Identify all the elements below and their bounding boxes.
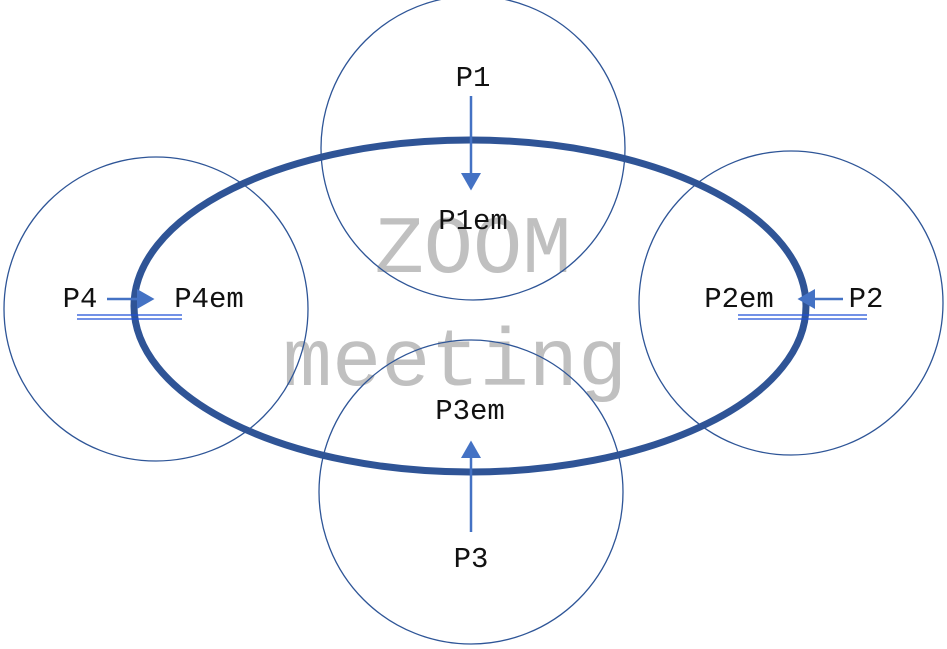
participant-circle-p3 <box>318 339 624 645</box>
participant-em-label-p4: P4em <box>174 283 244 316</box>
participant-label-p4: P4 <box>63 283 98 316</box>
participant-em-label-p3: P3em <box>435 395 505 428</box>
participant-circle-p2 <box>638 150 944 456</box>
participant-label-p3: P3 <box>454 543 489 576</box>
participant-em-label-p2: P2em <box>704 283 774 316</box>
meeting-subtitle-watermark: meeting <box>283 317 627 410</box>
participant-em-label-p1: P1em <box>438 205 508 238</box>
participant-circle-p4 <box>3 156 309 462</box>
participant-circle-p1 <box>320 0 626 301</box>
meeting-title-watermark: ZOOM <box>375 204 572 297</box>
participant-label-p2: P2 <box>849 283 884 316</box>
participant-label-p1: P1 <box>456 62 491 95</box>
